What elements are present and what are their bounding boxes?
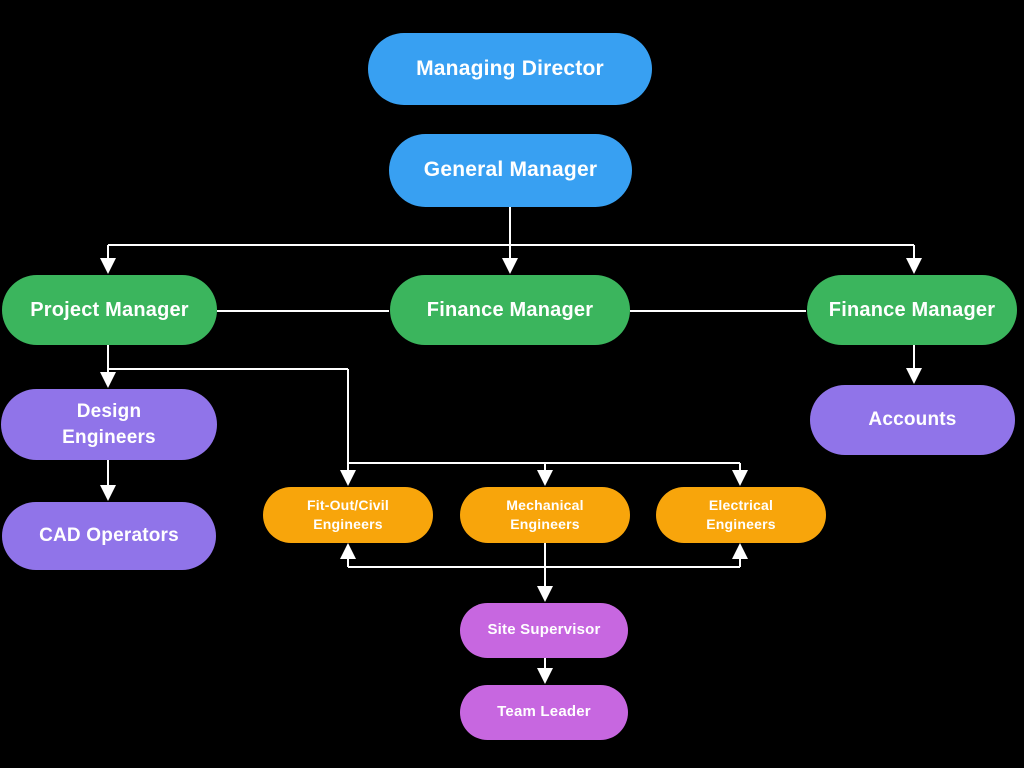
node-team-leader: Team Leader	[460, 685, 628, 740]
node-mechanical-engineers: Mechanical Engineers	[460, 487, 630, 543]
node-finance-manager-right: Finance Manager	[807, 275, 1017, 345]
node-electrical-engineers: Electrical Engineers	[656, 487, 826, 543]
node-general-manager: General Manager	[389, 134, 632, 207]
node-project-manager: Project Manager	[2, 275, 217, 345]
node-site-supervisor: Site Supervisor	[460, 603, 628, 658]
node-accounts: Accounts	[810, 385, 1015, 455]
node-design-engineers: Design Engineers	[1, 389, 217, 460]
node-fit-out-civil-engineers: Fit-Out/Civil Engineers	[263, 487, 433, 543]
node-finance-manager-center: Finance Manager	[390, 275, 630, 345]
node-managing-director: Managing Director	[368, 33, 652, 105]
node-cad-operators: CAD Operators	[2, 502, 216, 570]
